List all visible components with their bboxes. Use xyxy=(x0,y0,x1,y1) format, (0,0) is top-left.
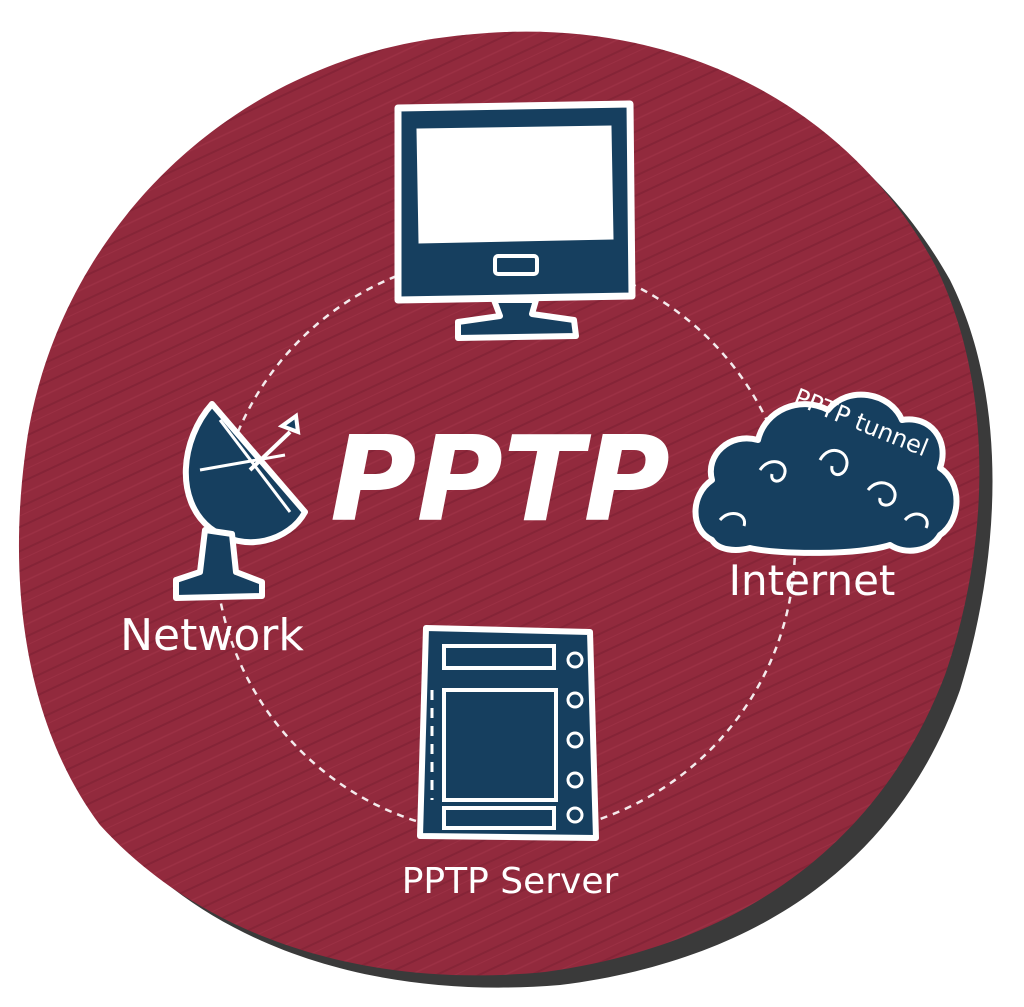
disc-texture xyxy=(18,31,980,976)
diagram-title: PPTP xyxy=(330,410,670,548)
background-disc xyxy=(18,31,993,988)
satellite-dish-icon xyxy=(173,401,308,601)
label-network: Network xyxy=(120,610,304,661)
cloud-icon xyxy=(692,391,960,556)
server-icon xyxy=(417,625,599,841)
label-pptp-server: PPTP Server xyxy=(402,861,619,902)
label-internet: Internet xyxy=(729,556,896,605)
monitor-icon xyxy=(394,100,636,341)
